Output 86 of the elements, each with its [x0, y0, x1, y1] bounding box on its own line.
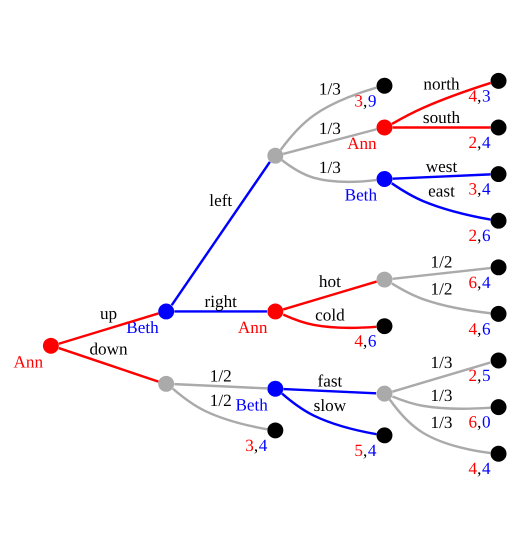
node-label: 4,6: [468, 319, 491, 338]
connector: [392, 126, 490, 129]
node-circle: [158, 303, 174, 320]
node-label: Ann: [238, 318, 268, 338]
connector: [174, 310, 267, 313]
node-label: Ann: [347, 134, 377, 154]
node-circle: [376, 386, 392, 402]
connector: [284, 388, 376, 395]
connector: [58, 312, 159, 345]
node-label: Ann: [13, 352, 44, 372]
edge-label: 1/3: [318, 158, 341, 178]
edge-label: 1/2: [210, 391, 232, 410]
edge-label: west: [426, 156, 458, 176]
connector: [392, 395, 490, 410]
connector: [392, 361, 491, 393]
edge-label: 1/3: [430, 386, 452, 406]
connector: [282, 128, 377, 156]
edge-label: 1/2: [430, 252, 452, 272]
edge-label: cold: [315, 305, 345, 324]
connector: [58, 346, 159, 383]
node-circle: [490, 259, 507, 276]
connector: [174, 382, 267, 390]
connector: [170, 161, 271, 306]
edge-label: slow: [314, 396, 346, 416]
connector: [172, 388, 268, 431]
connector: [281, 159, 376, 184]
connector: [388, 398, 490, 454]
node-circle: [376, 171, 392, 187]
node-label: 3,4: [245, 436, 268, 455]
edge-label: south: [422, 108, 460, 127]
node-label: 6,0: [468, 412, 491, 432]
node-circle: [376, 78, 392, 94]
node-label: 3,9: [354, 91, 377, 110]
node-label: 2,4: [468, 132, 491, 152]
connector: [392, 173, 490, 180]
connector: [280, 86, 378, 150]
connector: [391, 82, 492, 125]
connector: [282, 314, 376, 329]
connector: [391, 182, 491, 221]
edge-label: east: [428, 181, 455, 200]
node-circle: [376, 120, 392, 136]
connector: [282, 280, 377, 311]
edge-label: north: [423, 74, 460, 94]
node-label: 6,4: [468, 272, 491, 292]
edge-label: 1/3: [318, 118, 341, 138]
node-circle: [490, 72, 507, 89]
node-label: Beth: [126, 318, 159, 338]
node-circle: [490, 120, 507, 136]
connector: [392, 266, 490, 280]
edge-label: up: [100, 304, 118, 324]
node-circle: [267, 422, 284, 438]
node-circle: [376, 427, 392, 444]
edge-label: 1/2: [210, 366, 232, 386]
edge-label: left: [209, 191, 232, 210]
edge-label: hot: [318, 272, 341, 292]
edge-label: 1/2: [430, 280, 452, 299]
node-circle: [376, 318, 392, 334]
node-label: 3,4: [468, 180, 491, 199]
node-circle: [267, 303, 284, 320]
edge-label: fast: [318, 372, 342, 391]
node-circle: [376, 272, 392, 288]
node-circle: [267, 148, 284, 164]
connector: [281, 392, 377, 436]
node-circle: [490, 446, 507, 462]
node-circle: [490, 212, 507, 229]
node-circle: [490, 352, 507, 368]
edge-label: right: [204, 292, 237, 311]
node-label: 2,6: [468, 226, 491, 246]
node-label: 4,3: [468, 86, 491, 106]
edge-label: 1/3: [430, 413, 452, 432]
node-label: 4,4: [468, 459, 491, 478]
node-circle: [158, 376, 174, 392]
node-label: Beth: [344, 186, 378, 205]
node-label: Beth: [235, 395, 268, 414]
edge-label: 1/3: [318, 80, 341, 99]
node-label: 4,6: [354, 332, 377, 351]
connector: [391, 282, 491, 314]
node-circle: [490, 306, 507, 322]
node-circle: [490, 166, 507, 182]
node-circle: [490, 399, 507, 416]
node-circle: [267, 380, 284, 397]
node-circle: [42, 338, 59, 354]
edge-label: down: [89, 340, 128, 359]
node-label: 5,4: [354, 440, 377, 460]
edge-label: 1/3: [430, 353, 452, 372]
node-label: 2,5: [468, 366, 491, 385]
